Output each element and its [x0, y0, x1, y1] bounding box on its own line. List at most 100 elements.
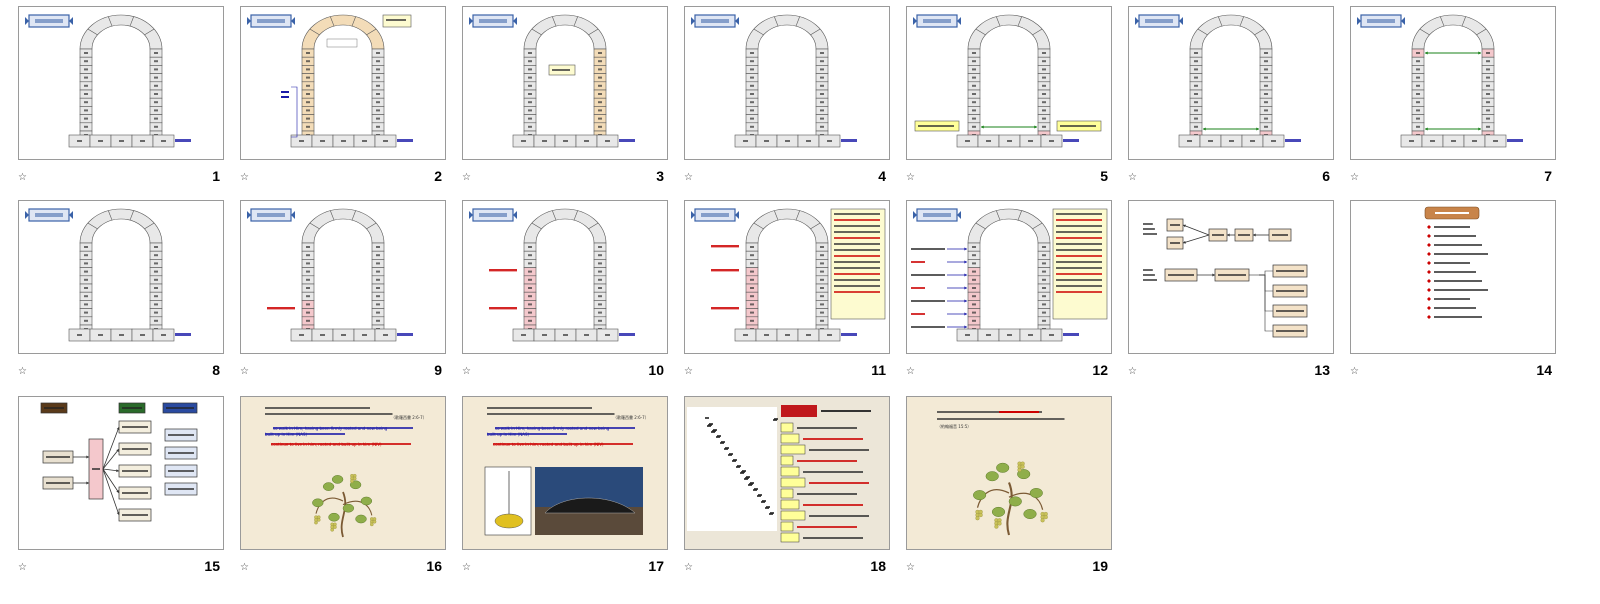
slide-thumbnail-7[interactable]: ☆7	[1350, 6, 1556, 202]
slide-preview[interactable]	[18, 396, 224, 550]
slide-thumbnail-9[interactable]: ☆9	[240, 200, 446, 396]
slide-preview[interactable]	[18, 200, 224, 354]
slide-thumbnail-13[interactable]: ☆13	[1128, 200, 1334, 396]
animation-star-icon[interactable]: ☆	[1350, 366, 1359, 377]
slide-text-texts.s16_l3: continue to live in him, rooted and buil…	[493, 442, 604, 447]
slide-thumbnail-1[interactable]: ☆1	[18, 6, 224, 202]
slide-number: 4	[878, 168, 886, 184]
slide-thumbnail-2[interactable]: ☆2	[240, 6, 446, 202]
callout-note	[382, 14, 412, 28]
slide-text-texts.s16_l1: so walk in Him, having been firmly roote…	[495, 426, 610, 431]
slide-number: 19	[1092, 558, 1108, 574]
slide-text-texts.s16_l1: so walk in Him, having been firmly roote…	[273, 426, 388, 431]
slide-preview[interactable]	[18, 6, 224, 160]
slide-canvas	[463, 397, 667, 549]
animation-star-icon[interactable]: ☆	[906, 562, 915, 573]
slide-preview[interactable]	[1350, 200, 1556, 354]
animation-star-icon[interactable]: ☆	[684, 562, 693, 573]
slide-text-texts.s16_l2: built up in Him (NAS)	[265, 432, 308, 437]
slide-number: 10	[648, 362, 664, 378]
animation-star-icon[interactable]: ☆	[906, 366, 915, 377]
slide-number: 7	[1544, 168, 1552, 184]
slide-canvas	[1135, 14, 1301, 148]
slide-thumbnail-3[interactable]: ☆3	[462, 6, 668, 202]
callout-note	[1052, 208, 1108, 320]
slide-canvas	[25, 14, 191, 148]
animation-star-icon[interactable]: ☆	[462, 366, 471, 377]
slide-preview[interactable]	[462, 200, 668, 354]
animation-star-icon[interactable]: ☆	[240, 172, 249, 183]
animation-star-icon[interactable]: ☆	[684, 172, 693, 183]
slide-preview[interactable]	[684, 396, 890, 550]
slide-thumbnail-19[interactable]: （約翰福音 15:5） ☆ 19	[906, 396, 1112, 592]
slide-canvas	[25, 208, 191, 342]
slide-preview[interactable]	[684, 6, 890, 160]
slide-canvas	[40, 402, 198, 522]
slide-text-texts.s16_ref: （歌羅西書 2:6-7）	[613, 415, 649, 420]
slide-preview[interactable]	[1128, 6, 1334, 160]
slide-canvas	[691, 208, 886, 342]
slide-canvas	[1424, 206, 1488, 319]
slide-canvas	[469, 14, 635, 148]
slide-thumbnail-12[interactable]: ☆12	[906, 200, 1112, 396]
slide-preview[interactable]: （歌羅西書 2:6-7） so walk in Him, having been …	[462, 396, 668, 550]
animation-star-icon[interactable]: ☆	[462, 172, 471, 183]
slide-preview[interactable]	[1350, 6, 1556, 160]
slide-thumbnail-11[interactable]: ☆11	[684, 200, 890, 396]
slide-thumbnail-8[interactable]: ☆8	[18, 200, 224, 396]
slide-preview[interactable]: （歌羅西書 2:6-7）so walk in Him, having been …	[240, 396, 446, 550]
slide-text-texts.s16_l2: built up in Him (NAS)	[487, 432, 530, 437]
title-banner	[469, 208, 517, 222]
slide-thumbnail-18[interactable]: ☆18	[684, 396, 890, 592]
slide-thumbnail-4[interactable]: ☆4	[684, 6, 890, 202]
arch-diagram	[469, 208, 635, 342]
animation-star-icon[interactable]: ☆	[462, 562, 471, 573]
slide-canvas	[1143, 218, 1308, 338]
arch-diagram	[247, 14, 413, 148]
slide-thumbnail-5[interactable]: ☆5	[906, 6, 1112, 202]
callout-note	[914, 120, 960, 132]
title-banner	[25, 208, 73, 222]
arch-diagram	[691, 208, 857, 342]
animation-star-icon[interactable]: ☆	[1128, 366, 1137, 377]
red-label	[711, 269, 739, 272]
slide-canvas	[911, 208, 1108, 342]
title-banner	[1357, 14, 1405, 28]
title-banner	[25, 14, 73, 28]
slide-thumbnail-6[interactable]: ☆6	[1128, 6, 1334, 202]
slide-number: 17	[648, 558, 664, 574]
callout-note	[830, 208, 886, 320]
slide-preview[interactable]	[240, 200, 446, 354]
slide-preview[interactable]	[906, 6, 1112, 160]
animation-star-icon[interactable]: ☆	[240, 562, 249, 573]
animation-star-icon[interactable]: ☆	[18, 366, 27, 377]
slide-canvas	[907, 397, 1111, 549]
slide-thumbnail-10[interactable]: ☆ 10	[462, 200, 668, 396]
arch-diagram	[25, 208, 191, 342]
arch-diagram	[691, 14, 857, 148]
title-banner	[247, 208, 295, 222]
red-label	[267, 307, 295, 310]
animation-star-icon[interactable]: ☆	[1350, 172, 1359, 183]
slide-preview[interactable]	[684, 200, 890, 354]
slide-canvas	[1357, 14, 1523, 148]
slide-preview[interactable]	[906, 200, 1112, 354]
slide-thumbnail-14[interactable]: ☆14	[1350, 200, 1556, 396]
slide-preview[interactable]	[462, 6, 668, 160]
animation-star-icon[interactable]: ☆	[906, 172, 915, 183]
slide-thumbnail-17[interactable]: （歌羅西書 2:6-7） so walk in Him, having been …	[462, 396, 668, 592]
animation-star-icon[interactable]: ☆	[684, 366, 693, 377]
title-tag	[781, 405, 817, 417]
arch-diagram	[913, 14, 1079, 148]
animation-star-icon[interactable]: ☆	[240, 366, 249, 377]
slide-thumbnail-15[interactable]: ☆15	[18, 396, 224, 592]
slide-thumbnail-16[interactable]: （歌羅西書 2:6-7）so walk in Him, having been …	[240, 396, 446, 592]
slide-text-texts.s19_ref: （約翰福音 15:5）	[937, 424, 972, 429]
arch-diagram	[247, 208, 413, 342]
slide-preview[interactable]	[1128, 200, 1334, 354]
slide-preview[interactable]: （約翰福音 15:5）	[906, 396, 1112, 550]
animation-star-icon[interactable]: ☆	[1128, 172, 1137, 183]
animation-star-icon[interactable]: ☆	[18, 562, 27, 573]
slide-preview[interactable]	[240, 6, 446, 160]
animation-star-icon[interactable]: ☆	[18, 172, 27, 183]
